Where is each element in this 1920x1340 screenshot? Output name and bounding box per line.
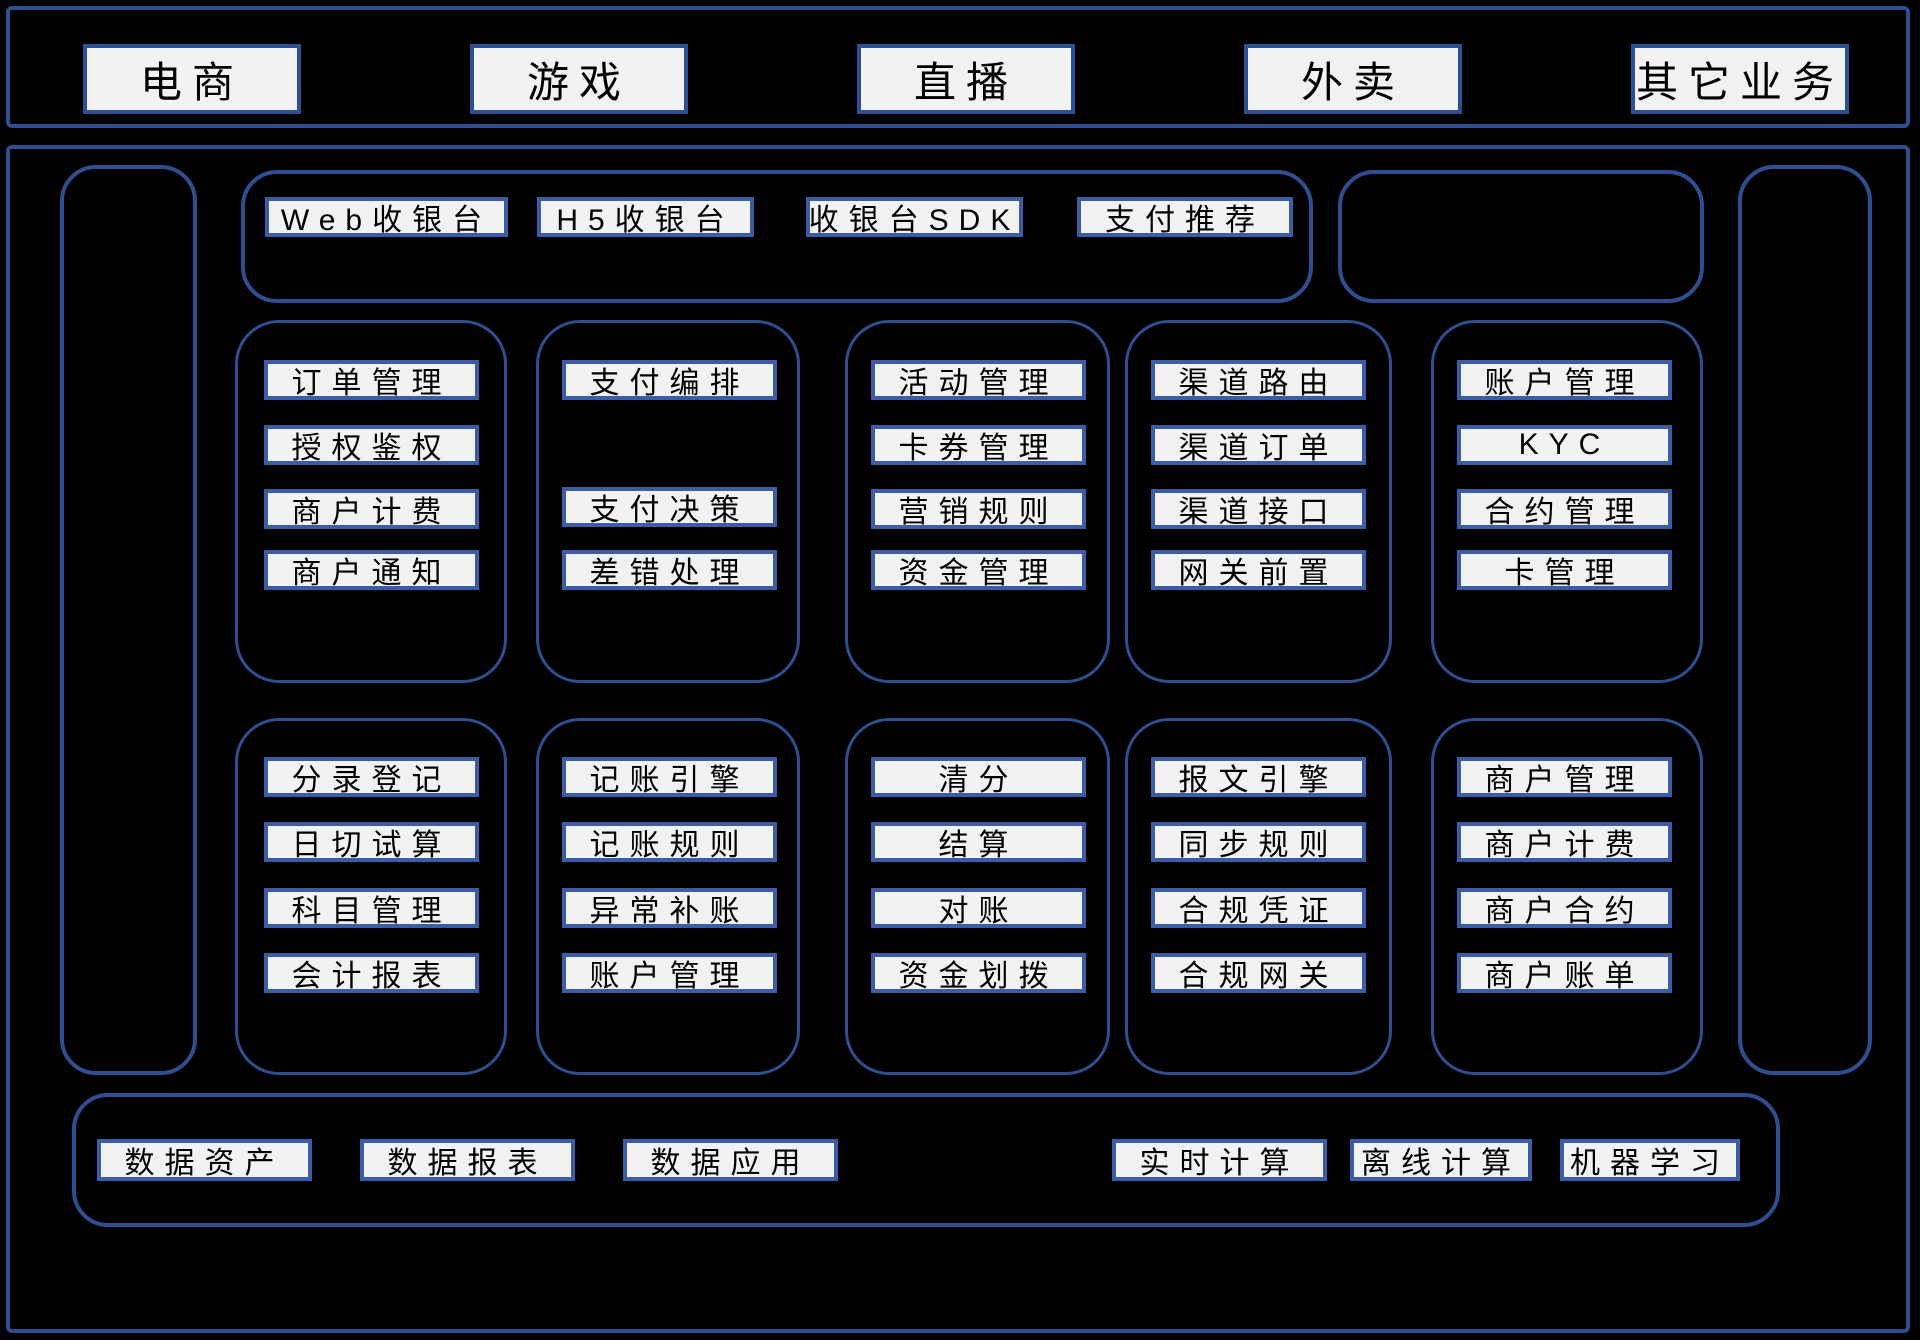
group-r1-c2 — [536, 320, 800, 683]
group-r2-c1 — [235, 718, 507, 1075]
main-container — [6, 145, 1910, 1333]
module-box: 网关前置 — [1151, 550, 1366, 590]
module-box: 资金划拨 — [871, 953, 1086, 993]
data-box-realtime: 实时计算 — [1112, 1139, 1327, 1181]
data-box-apps: 数据应用 — [623, 1139, 838, 1181]
module-box: 同步规则 — [1151, 822, 1366, 862]
module-box: 差错处理 — [562, 550, 777, 590]
group-r2-c4 — [1125, 718, 1392, 1075]
data-box-reports: 数据报表 — [360, 1139, 575, 1181]
module-box: 商户通知 — [264, 550, 479, 590]
group-r2-c5 — [1431, 718, 1703, 1075]
checkout-panel — [241, 170, 1313, 303]
module-box: 会计报表 — [264, 953, 479, 993]
module-box: 商户计费 — [264, 489, 479, 529]
recommend-panel — [1338, 170, 1704, 303]
module-box: 清分 — [871, 757, 1086, 797]
business-box-livestream: 直播 — [857, 44, 1075, 114]
module-box: 报文引擎 — [1151, 757, 1366, 797]
module-box: 渠道接口 — [1151, 489, 1366, 529]
group-r1-c5 — [1431, 320, 1703, 683]
module-box: 对账 — [871, 888, 1086, 928]
business-box-other: 其它业务 — [1631, 44, 1849, 114]
data-box-offline: 离线计算 — [1350, 1139, 1532, 1181]
module-box: 卡管理 — [1457, 550, 1672, 590]
checkout-box-recommend: 支付推荐 — [1077, 197, 1293, 237]
module-box: 授权鉴权 — [264, 425, 479, 465]
business-box-delivery: 外卖 — [1244, 44, 1462, 114]
module-box: 商户计费 — [1457, 822, 1672, 862]
module-box: 异常补账 — [562, 888, 777, 928]
business-box-games: 游戏 — [470, 44, 688, 114]
module-box: 科目管理 — [264, 888, 479, 928]
data-bar — [72, 1093, 1780, 1227]
checkout-box-h5: H5收银台 — [537, 197, 754, 237]
module-box: 支付决策 — [562, 487, 777, 527]
business-box-ecommerce: 电商 — [83, 44, 301, 114]
group-r1-c1 — [235, 320, 507, 683]
module-box: 资金管理 — [871, 550, 1086, 590]
module-box: 分录登记 — [264, 757, 479, 797]
module-box: 合约管理 — [1457, 489, 1672, 529]
group-r2-c2 — [536, 718, 800, 1075]
module-box: 支付编排 — [562, 360, 777, 400]
module-box: 活动管理 — [871, 360, 1086, 400]
module-box: 商户合约 — [1457, 888, 1672, 928]
module-box: 商户管理 — [1457, 757, 1672, 797]
module-box: 日切试算 — [264, 822, 479, 862]
group-r1-c3 — [845, 320, 1110, 683]
data-box-assets: 数据资产 — [97, 1139, 312, 1181]
checkout-box-web: Web收银台 — [265, 197, 508, 237]
checkout-box-sdk: 收银台SDK — [806, 197, 1023, 237]
module-box: 合规网关 — [1151, 953, 1366, 993]
group-r2-c3 — [845, 718, 1110, 1075]
module-box: 渠道路由 — [1151, 360, 1366, 400]
data-box-ml: 机器学习 — [1560, 1139, 1740, 1181]
module-box: 结算 — [871, 822, 1086, 862]
module-box: 合规凭证 — [1151, 888, 1366, 928]
module-box: 账户管理 — [1457, 360, 1672, 400]
module-box: 记账引擎 — [562, 757, 777, 797]
module-box: 卡券管理 — [871, 425, 1086, 465]
module-box: 商户账单 — [1457, 953, 1672, 993]
right-rail — [1738, 165, 1872, 1075]
module-box: 订单管理 — [264, 360, 479, 400]
business-bar — [6, 6, 1910, 128]
group-r1-c4 — [1125, 320, 1392, 683]
module-box: 渠道订单 — [1151, 425, 1366, 465]
module-box: 记账规则 — [562, 822, 777, 862]
left-rail — [60, 165, 197, 1075]
module-box: 账户管理 — [562, 953, 777, 993]
module-box: KYC — [1457, 425, 1672, 465]
module-box: 营销规则 — [871, 489, 1086, 529]
